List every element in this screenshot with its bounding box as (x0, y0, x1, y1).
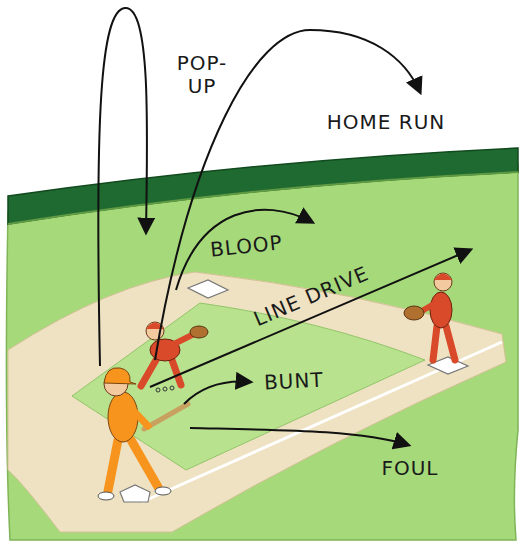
hit-label: BLOOP (209, 231, 284, 261)
batter-arm (127, 404, 148, 426)
fielder-leg (172, 360, 181, 385)
player-body (430, 292, 452, 328)
foul-line (142, 342, 502, 502)
trail-dot (170, 386, 174, 390)
trail-dot (163, 387, 167, 391)
hit-paths (98, 8, 470, 445)
outfield-grass (6, 164, 518, 540)
pop-up-path (98, 8, 147, 366)
bunt-ball-trail (156, 386, 174, 392)
player-glove (404, 306, 424, 320)
batter-helmet (104, 368, 136, 384)
bunt-path (184, 382, 250, 404)
batter-shoe (155, 487, 171, 495)
player-leg (433, 326, 437, 360)
bloop-path (176, 210, 312, 290)
first-baseman (404, 273, 456, 360)
warning-track-edge (8, 172, 518, 224)
player-cap (434, 274, 456, 281)
foul-path (190, 428, 408, 445)
hit-label: POP- UP (168, 52, 236, 98)
batter-body (108, 392, 138, 442)
field (6, 148, 518, 540)
fielder-leg (141, 360, 156, 386)
batter-leg (131, 440, 158, 487)
hit-label: BUNT (264, 368, 325, 394)
outfield-wall (8, 148, 518, 224)
trail-dot (156, 388, 160, 392)
fielder-glove (190, 326, 208, 338)
batter (98, 368, 188, 500)
home-run-path (155, 30, 420, 360)
infield-grass (72, 303, 425, 470)
batter-leg (108, 440, 118, 491)
hit-label: LINE DRIVE (250, 261, 372, 330)
hit-label: FOUL (381, 457, 438, 480)
home-plate (120, 485, 150, 502)
line-drive-path (150, 250, 470, 387)
second-base (188, 280, 228, 298)
fielder-cap (146, 323, 168, 330)
hit-label: HOME RUN (327, 111, 446, 134)
fielder-arm (172, 334, 194, 345)
player-leg (446, 326, 455, 360)
batter-shoe (98, 492, 114, 500)
